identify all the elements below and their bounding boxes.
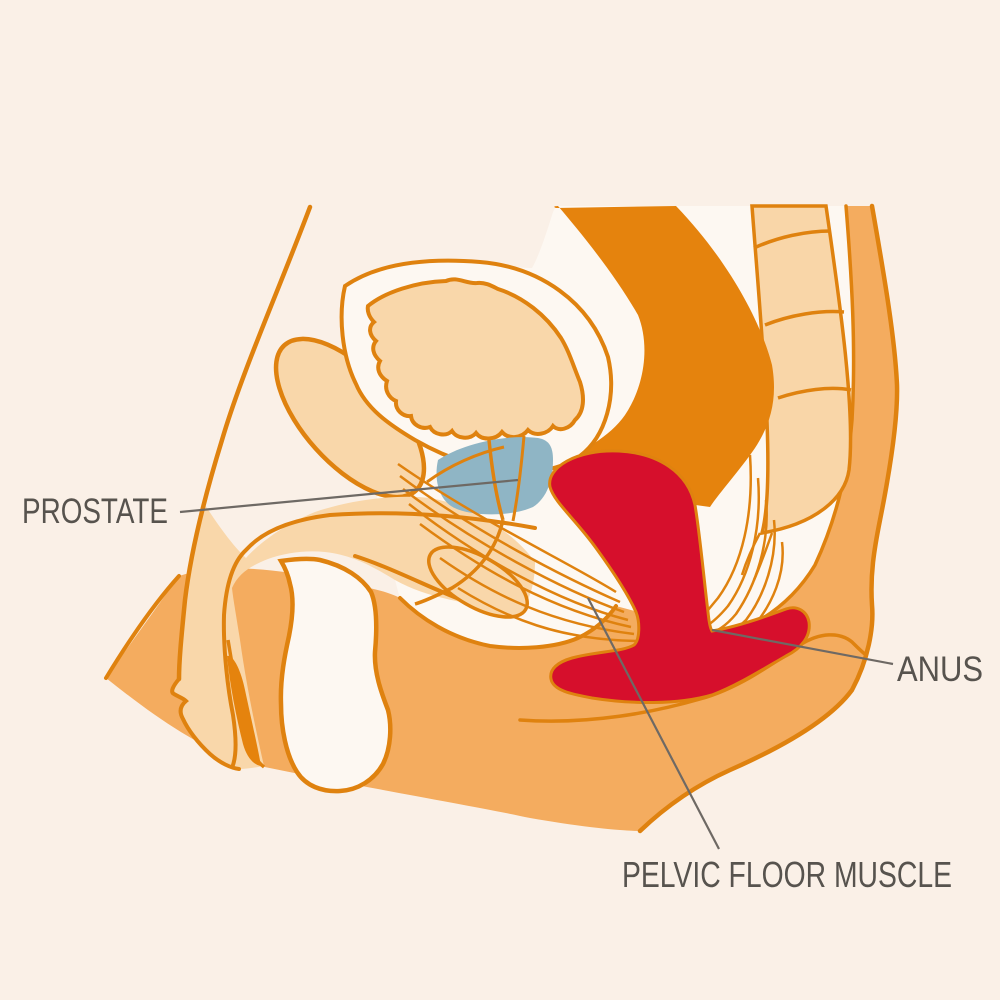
svg-text:PROSTATE: PROSTATE — [22, 491, 168, 531]
svg-text:PELVIC FLOOR MUSCLE: PELVIC FLOOR MUSCLE — [622, 854, 952, 895]
svg-text:ANUS: ANUS — [897, 649, 983, 689]
